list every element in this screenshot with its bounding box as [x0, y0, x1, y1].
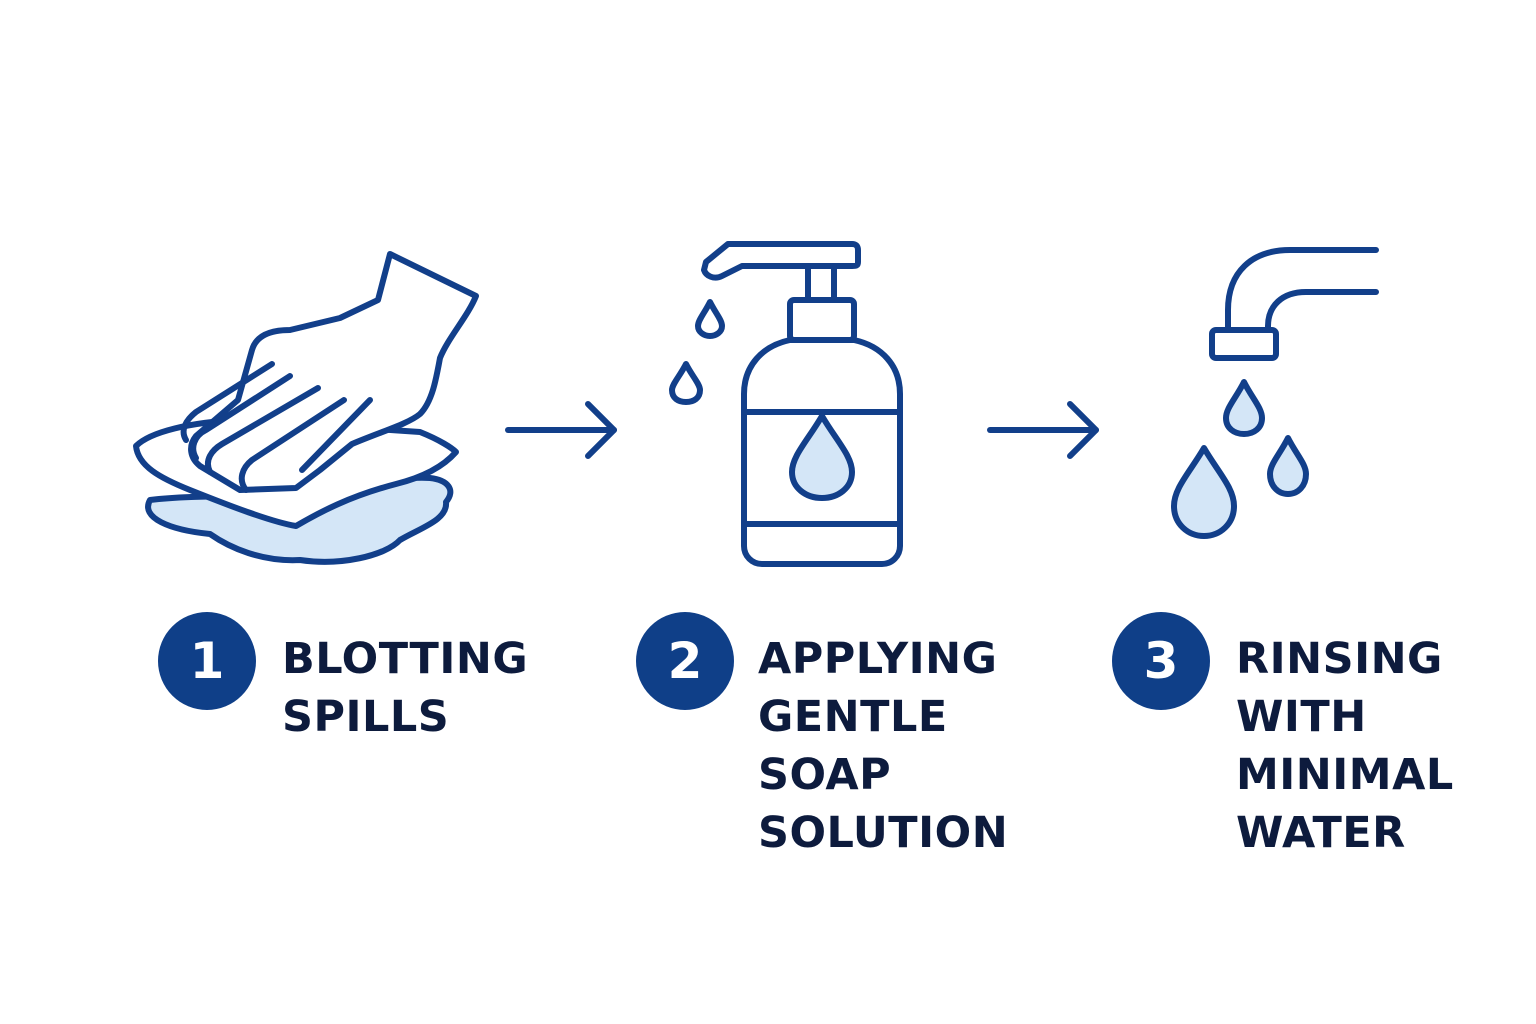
step-label: APPLYING GENTLE SOAP SOLUTION: [758, 630, 1008, 862]
step-label-line: SOLUTION: [758, 808, 1009, 858]
step-label-line: MINIMAL: [1236, 750, 1454, 800]
step-label-line: GENTLE: [758, 692, 948, 742]
step-number-badge: 1: [158, 612, 256, 710]
step-label: RINSING WITH MINIMAL WATER: [1236, 630, 1454, 862]
step-label-line: WITH: [1236, 692, 1367, 742]
step-label-line: APPLYING: [758, 634, 998, 684]
step-number-badge: 3: [1112, 612, 1210, 710]
step-label-line: SOAP: [758, 750, 892, 800]
step-label: BLOTTING SPILLS: [282, 630, 528, 746]
step-number-badge: 2: [636, 612, 734, 710]
step-label-line: WATER: [1236, 808, 1406, 858]
step-label-line: SPILLS: [282, 692, 450, 742]
step-label-line: RINSING: [1236, 634, 1443, 684]
step-label-line: BLOTTING: [282, 634, 529, 684]
